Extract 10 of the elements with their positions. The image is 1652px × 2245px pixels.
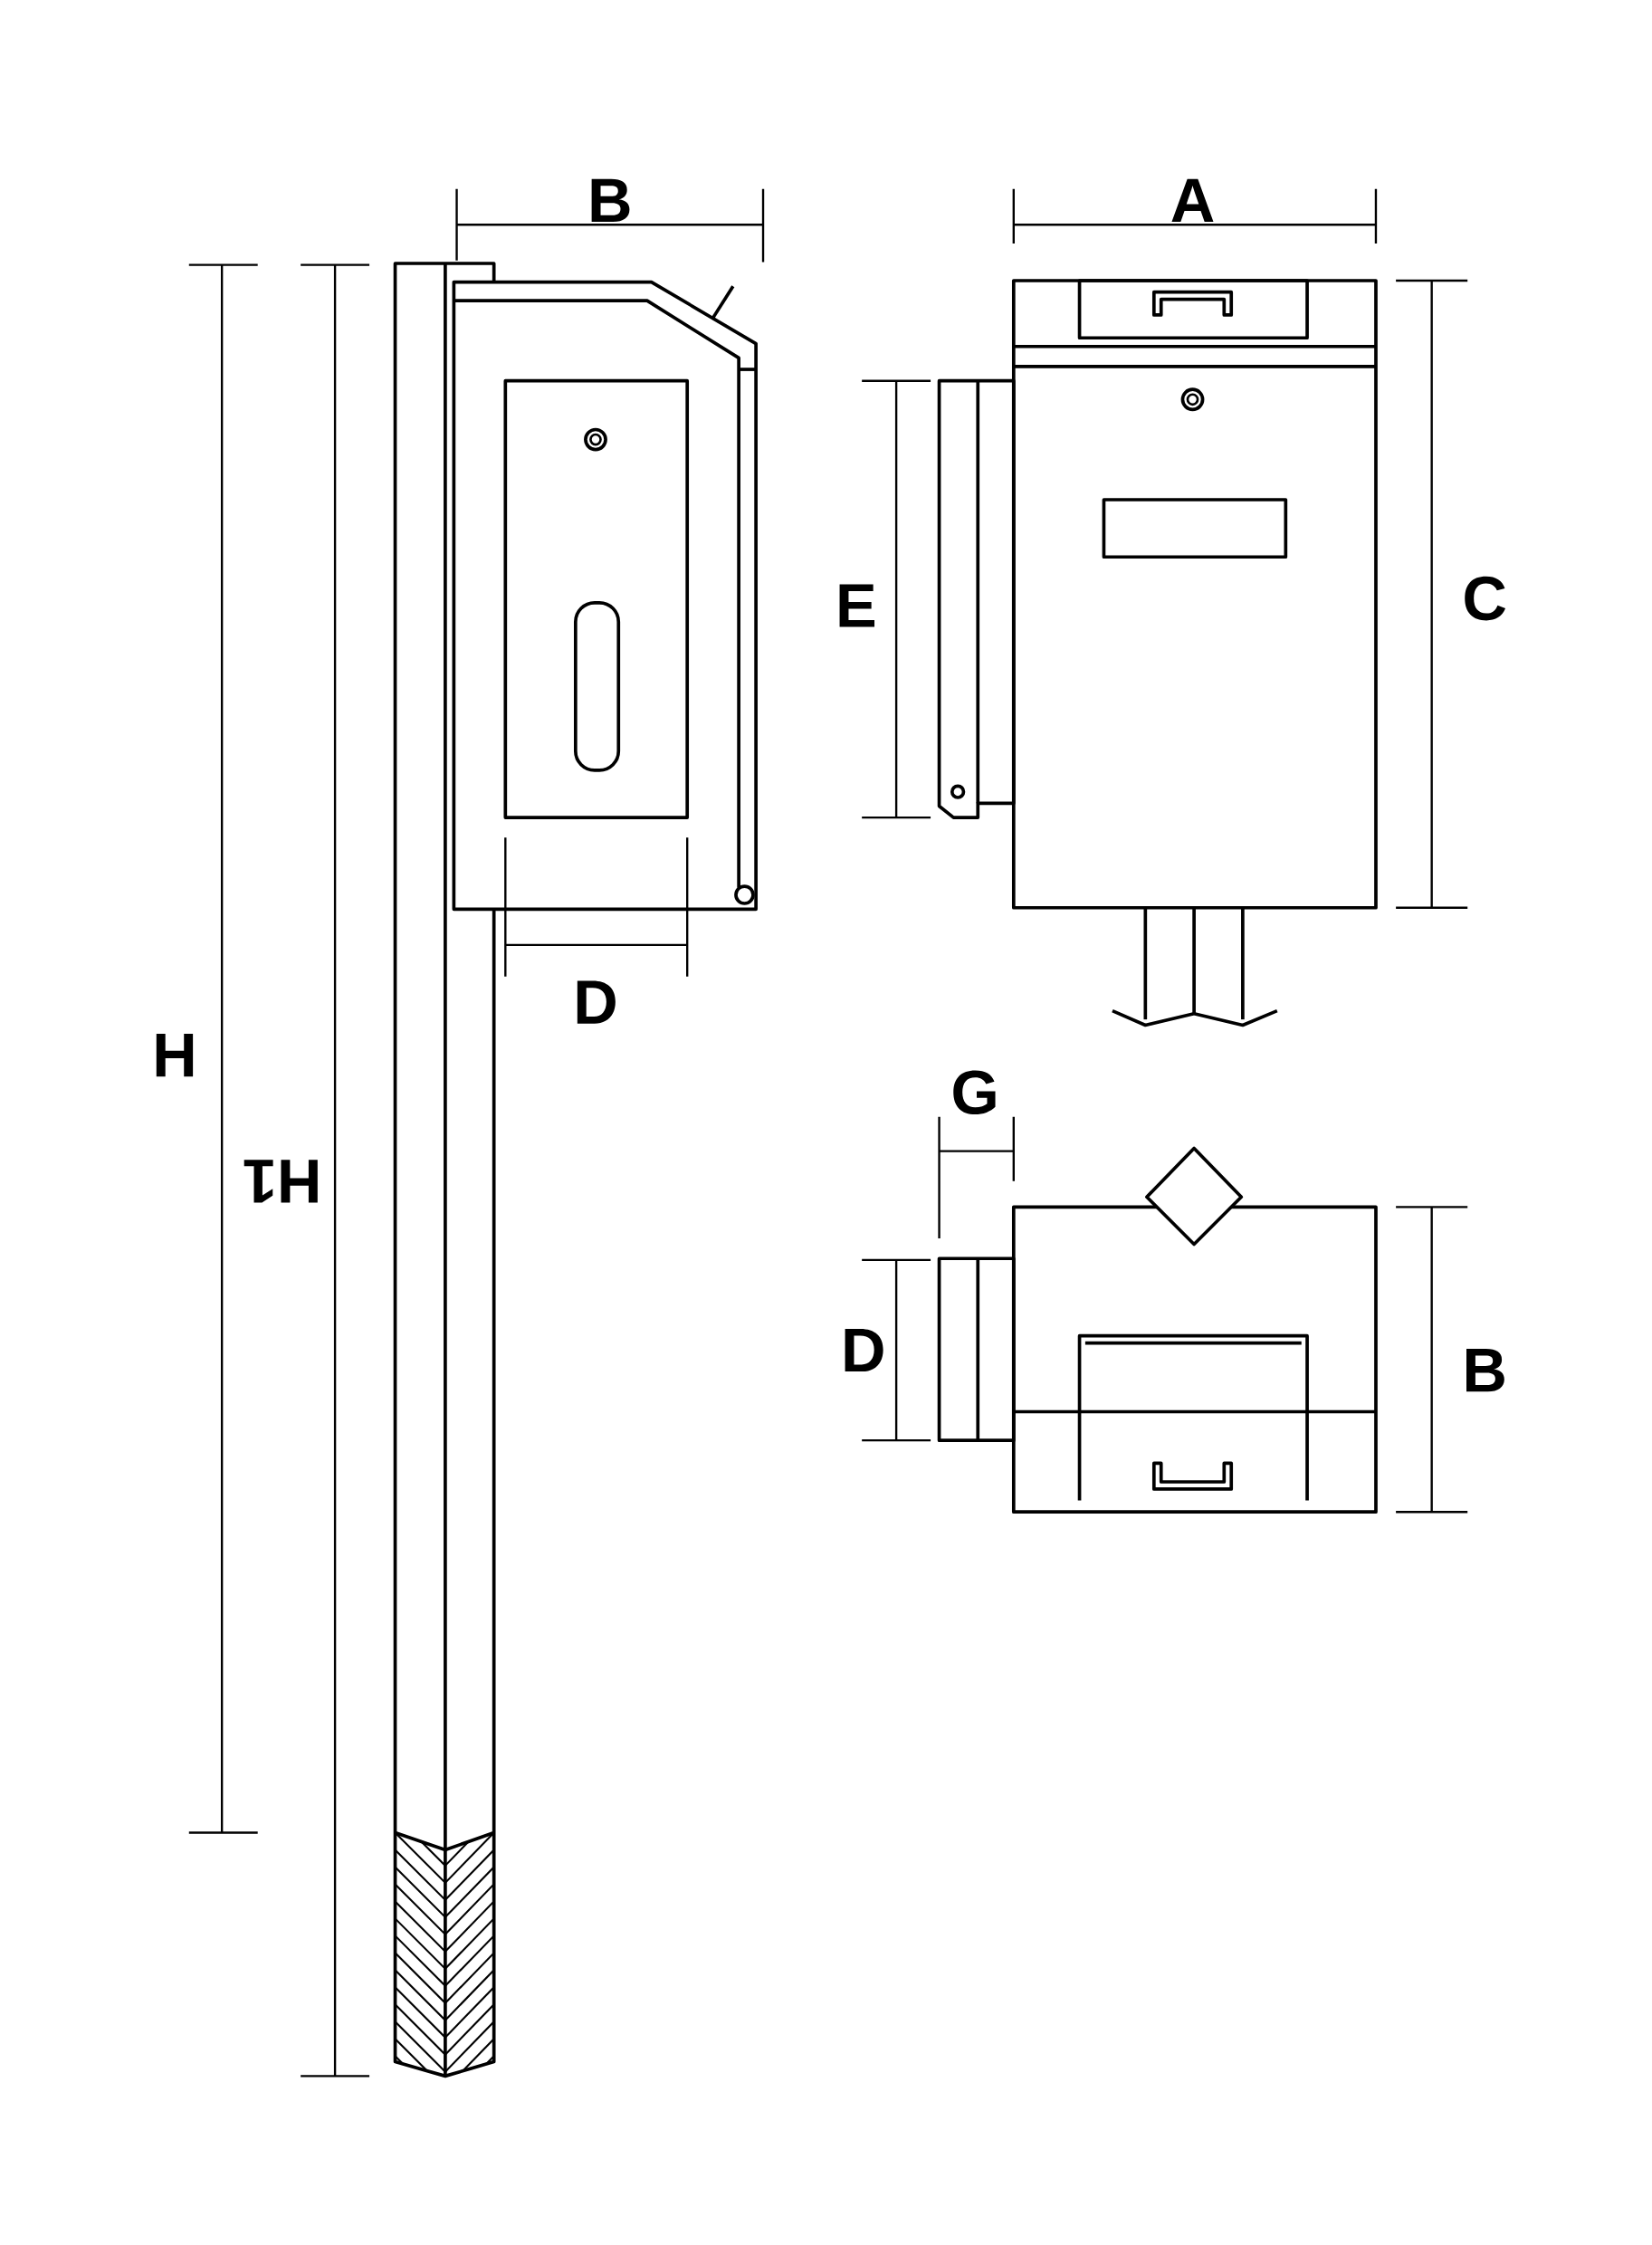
dimension-label: C: [1465, 576, 1505, 621]
dimension-label: D: [577, 980, 616, 1024]
dimension-label: G: [953, 1070, 996, 1115]
dimension-label: H1: [244, 1160, 318, 1203]
dimension-label: B: [1466, 1349, 1504, 1392]
dimension-label: A: [1171, 178, 1214, 222]
dimension-label: B: [591, 178, 630, 222]
dimension-label: E: [839, 584, 874, 627]
dimension-label: D: [845, 1328, 883, 1372]
dimension-label: H: [156, 1034, 193, 1077]
